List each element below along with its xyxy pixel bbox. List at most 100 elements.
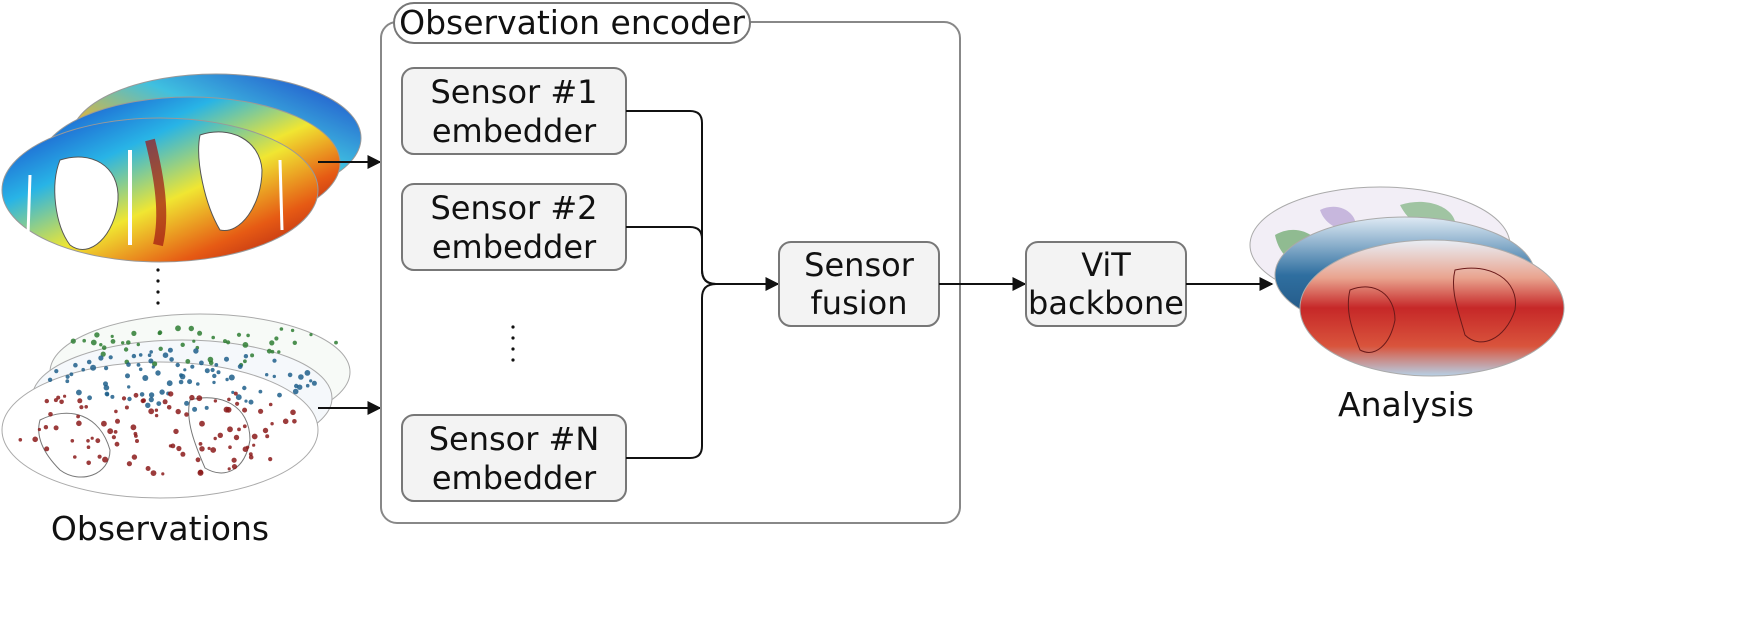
- station-dot: [133, 431, 138, 436]
- station-dot: [251, 433, 258, 440]
- station-dot: [212, 380, 216, 385]
- station-dot: [235, 401, 240, 406]
- station-dot: [123, 347, 129, 352]
- station-dot: [124, 405, 129, 410]
- station-dot: [195, 457, 201, 463]
- station-dot: [175, 408, 181, 415]
- station-dot: [32, 436, 38, 443]
- station-dot: [87, 395, 92, 401]
- station-dot: [127, 385, 131, 389]
- station-dot: [199, 420, 205, 427]
- station-dot: [292, 419, 297, 424]
- station-dot: [111, 435, 116, 440]
- observation-encoder: Observation encoder: [380, 2, 961, 524]
- station-dot: [113, 430, 118, 434]
- station-dot: [207, 446, 211, 450]
- station-dot: [213, 399, 218, 403]
- station-dot: [224, 356, 229, 362]
- station-dot: [54, 369, 59, 374]
- station-dot: [56, 395, 61, 400]
- station-dot: [73, 362, 78, 368]
- station-dot: [170, 443, 176, 449]
- station-dot: [98, 355, 104, 361]
- station-dot: [226, 340, 231, 345]
- station-dot: [208, 360, 214, 366]
- station-dot: [148, 397, 154, 403]
- station-dot: [65, 374, 70, 379]
- station-dot: [210, 367, 215, 373]
- station-dot: [180, 451, 186, 457]
- station-dot: [148, 358, 154, 364]
- fusion-sublabel: fusion: [811, 284, 908, 322]
- station-dot: [198, 442, 203, 446]
- station-dot: [214, 363, 219, 367]
- station-dot: [108, 355, 113, 360]
- sensor-fusion-box: Sensor fusion: [778, 241, 940, 327]
- station-dot: [227, 426, 233, 433]
- station-dot: [225, 377, 229, 382]
- station-dot: [268, 457, 273, 462]
- satellite-observation-maps: [1, 73, 362, 263]
- station-dot: [168, 391, 174, 397]
- station-dot: [277, 392, 282, 398]
- station-dot: [243, 359, 247, 364]
- station-dot: [265, 434, 270, 439]
- station-dot: [311, 380, 317, 386]
- station-dot: [121, 396, 127, 401]
- station-dot: [189, 394, 195, 401]
- station-dot: [138, 367, 143, 372]
- station-dot: [65, 379, 70, 384]
- station-dot: [90, 436, 94, 440]
- station-dot: [178, 379, 184, 385]
- station-dot: [121, 341, 125, 345]
- station-dot: [248, 452, 253, 456]
- station-dot: [104, 366, 109, 371]
- station-dot: [159, 389, 165, 395]
- station-dot: [90, 364, 97, 371]
- sensor-1-sublabel: embedder: [432, 112, 597, 150]
- sensor-2-embedder: Sensor #2 embedder: [401, 183, 627, 271]
- station-dot: [204, 405, 209, 410]
- station-dot: [152, 361, 158, 367]
- station-dot: [130, 424, 137, 431]
- sensor-2-label: Sensor #2: [430, 189, 597, 227]
- station-dot: [231, 390, 235, 394]
- station-dot: [86, 460, 91, 466]
- station-dot: [179, 373, 183, 378]
- station-dot: [196, 382, 200, 386]
- station-dot: [190, 364, 195, 369]
- station-dot: [309, 379, 313, 383]
- station-dot: [246, 333, 250, 338]
- station-dot: [97, 454, 102, 459]
- station-dot: [217, 432, 223, 438]
- station-dot: [270, 422, 274, 426]
- station-dot: [227, 467, 231, 471]
- station-dot: [110, 394, 115, 399]
- station-dot: [82, 338, 86, 343]
- station-dot: [235, 394, 242, 401]
- station-dot: [158, 346, 163, 351]
- station-dot: [199, 360, 204, 366]
- station-dot: [157, 331, 162, 336]
- station-dot: [297, 384, 303, 390]
- station-dot: [245, 445, 250, 449]
- station-dot: [147, 353, 152, 358]
- station-dot: [292, 340, 297, 345]
- station-dot: [287, 372, 293, 378]
- station-dot: [37, 427, 42, 432]
- station-dot: [142, 375, 149, 381]
- observations-caption: Observations: [51, 509, 269, 548]
- station-dot: [265, 373, 269, 377]
- vit-backbone-box: ViT backbone: [1025, 241, 1187, 327]
- backbone-label: ViT: [1081, 246, 1131, 284]
- station-dot: [44, 398, 49, 404]
- station-dot: [334, 340, 338, 345]
- station-dot: [73, 455, 77, 459]
- station-dot: [154, 408, 159, 412]
- station-dot: [127, 396, 132, 402]
- station-dot: [184, 400, 190, 406]
- station-dot: [187, 379, 193, 385]
- backbone-sublabel: backbone: [1028, 284, 1184, 322]
- station-dot: [192, 339, 196, 343]
- station-dot: [252, 443, 256, 447]
